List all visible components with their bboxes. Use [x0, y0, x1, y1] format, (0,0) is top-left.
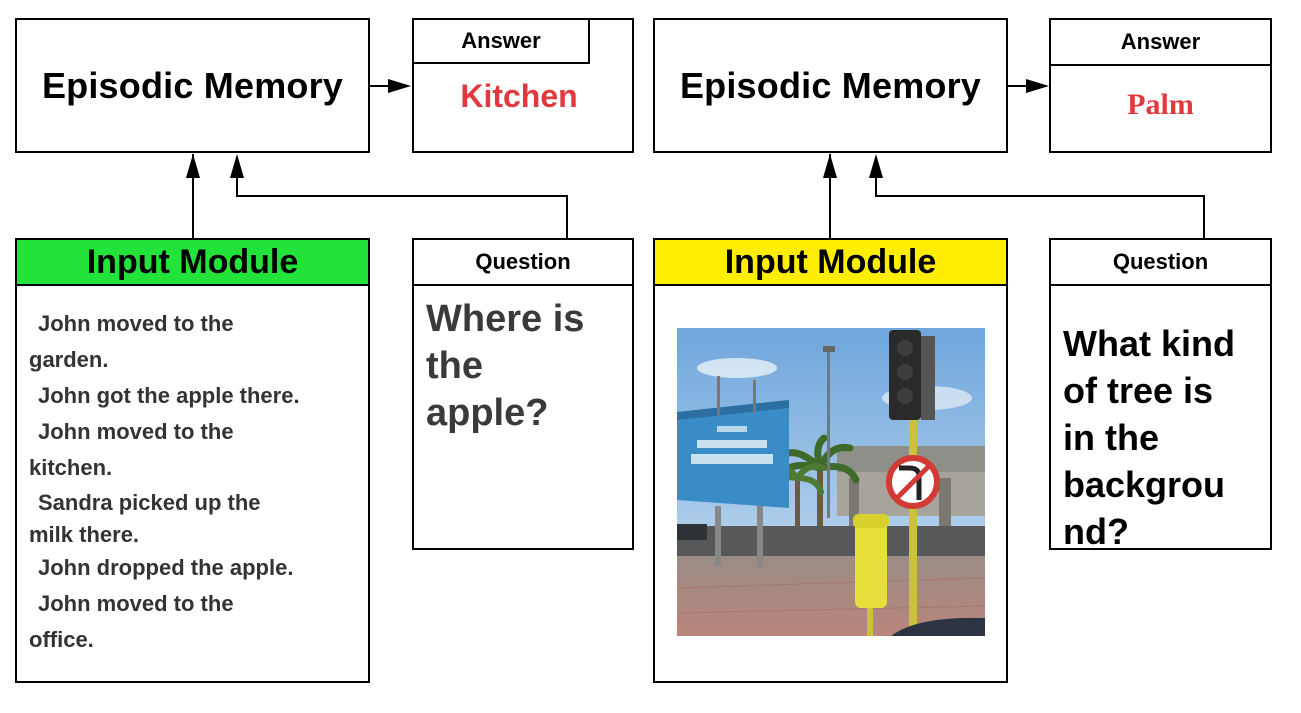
arrowhead-answer-right	[1026, 79, 1049, 93]
story-line: John moved to the	[38, 419, 234, 444]
question-text-right: What kind of tree is in the backgrou nd?	[1063, 320, 1264, 555]
question-line: nd?	[1063, 511, 1129, 552]
question-header-bar-right: Question	[1051, 240, 1270, 286]
story-line: office.	[29, 627, 94, 652]
story-line: John moved to the	[38, 311, 234, 336]
answer-header-tab-left: Answer	[414, 20, 590, 64]
arrowhead-question-left	[230, 154, 244, 178]
answer-text-left: Kitchen	[460, 78, 578, 114]
story-line: kitchen.	[29, 455, 113, 480]
arrowhead-question-right	[869, 154, 883, 178]
input-module-box-right: Input Module	[653, 238, 1008, 683]
story-line: John got the apple there.	[38, 383, 300, 408]
question-line: Where is	[426, 298, 585, 340]
episodic-memory-box-left: Episodic Memory	[15, 18, 370, 153]
arrow-question-to-memory-left	[236, 160, 568, 238]
question-header-bar-left: Question	[414, 240, 632, 286]
question-line: backgrou	[1063, 464, 1226, 505]
episodic-memory-title-left: Episodic Memory	[41, 64, 344, 106]
street-scene-image	[677, 328, 985, 636]
story-text-left: John moved to the garden. John got the a…	[29, 306, 362, 658]
arrowhead-answer-left	[388, 79, 411, 93]
input-module-header-left: Input Module	[17, 240, 368, 286]
question-box-right: Question What kind of tree is in the bac…	[1049, 238, 1272, 552]
answer-text-right: Palm	[1127, 88, 1194, 121]
episodic-memory-title-right: Episodic Memory	[679, 64, 982, 106]
episodic-memory-box-right: Episodic Memory	[653, 18, 1008, 153]
story-line: milk there.	[29, 522, 140, 547]
answer-header-bar-right: Answer	[1051, 20, 1270, 66]
question-line: the	[426, 345, 483, 387]
question-header-right: Question	[1112, 249, 1209, 274]
story-line: John moved to the	[38, 591, 234, 616]
answer-box-left: Answer Kitchen	[412, 18, 634, 153]
question-text-left: Where is the apple?	[426, 296, 626, 437]
answer-header-right: Answer	[1120, 29, 1201, 54]
question-line: What kind	[1063, 323, 1235, 364]
question-line: apple?	[426, 392, 549, 434]
answer-header-left: Answer	[461, 28, 541, 53]
arrowhead-input-left	[186, 154, 200, 178]
arrowhead-input-right	[823, 154, 837, 178]
story-line: John dropped the apple.	[38, 555, 294, 580]
question-box-left: Question Where is the apple?	[412, 238, 634, 550]
street-photo	[677, 328, 985, 636]
question-line: of tree is	[1063, 370, 1214, 411]
story-line: garden.	[29, 347, 109, 372]
input-module-title-left: Input Module	[86, 242, 299, 281]
question-header-left: Question	[475, 249, 571, 274]
question-line: in the	[1063, 417, 1159, 458]
input-module-title-right: Input Module	[724, 242, 937, 281]
arrow-question-to-memory-right	[875, 160, 1205, 238]
input-module-header-right: Input Module	[655, 240, 1006, 286]
input-module-box-left: Input Module John moved to the garden. J…	[15, 238, 370, 683]
answer-box-right: Answer Palm	[1049, 18, 1272, 153]
story-line: Sandra picked up the	[38, 490, 261, 515]
